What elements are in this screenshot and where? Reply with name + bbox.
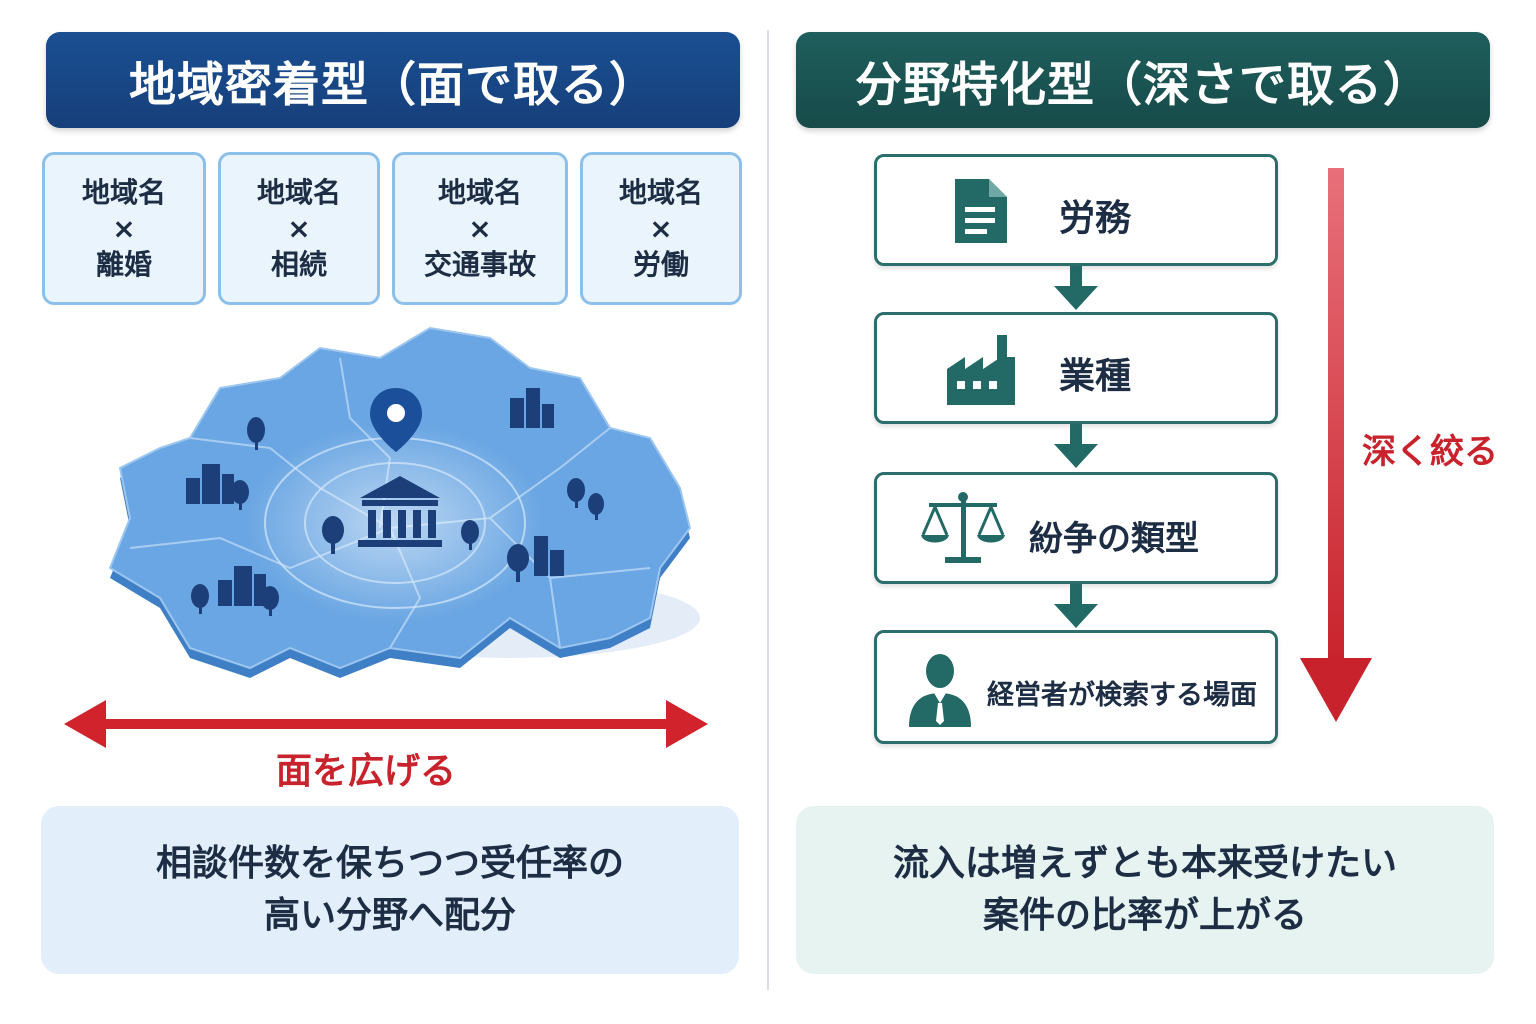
flow-step-label: 業種	[1059, 356, 1132, 397]
expand-arrow	[64, 700, 708, 748]
left-summary-line2: 高い分野へ配分	[263, 895, 516, 936]
tag-times: ×	[112, 211, 136, 245]
left-header: 地域密着型（面で取る）	[46, 32, 740, 128]
flow-step-labor: 労務	[874, 154, 1278, 266]
flow-step-industry: 業種	[874, 312, 1278, 424]
tag-times: ×	[287, 211, 311, 245]
region-map	[108, 326, 700, 678]
tag-times: ×	[649, 211, 673, 245]
flow-step-label: 経営者が検索する場面	[987, 680, 1257, 711]
flow-step-label: 紛争の類型	[1029, 519, 1199, 559]
scales-icon	[921, 492, 1005, 563]
businessperson-icon	[909, 654, 971, 727]
tag-card-divorce: 地域名 × 離婚	[42, 152, 206, 305]
tag-times: ×	[468, 211, 492, 245]
building-icon	[534, 536, 564, 576]
flow-step-executive-search: 経営者が検索する場面	[874, 630, 1278, 744]
tag-bottom: 離婚	[95, 247, 152, 281]
map-glow	[245, 423, 545, 623]
tag-top: 地域名	[618, 175, 703, 209]
tag-card-inheritance: 地域名 × 相続	[218, 152, 380, 305]
tag-card-labor: 地域名 × 労働	[580, 152, 742, 305]
right-summary-box: 流入は増えずとも本来受けたい 案件の比率が上がる	[796, 806, 1494, 974]
flow-step-dispute-type: 紛争の類型	[874, 472, 1278, 584]
flow-step-label: 労務	[1059, 198, 1132, 239]
flow-arrow-icon	[1054, 266, 1098, 310]
location-pin-icon	[370, 388, 422, 452]
tag-bottom: 労働	[632, 247, 689, 281]
tag-bottom: 相続	[270, 247, 327, 281]
tag-top: 地域名	[437, 175, 522, 209]
document-icon	[955, 179, 1007, 243]
tag-top: 地域名	[81, 175, 166, 209]
tag-bottom: 交通事故	[423, 247, 536, 281]
building-icon	[510, 388, 554, 428]
right-title: 分野特化型（深さで取る）	[855, 57, 1431, 113]
tree-icon	[191, 417, 604, 616]
right-summary-line2: 案件の比率が上がる	[982, 895, 1307, 936]
building-icon	[186, 464, 234, 504]
narrow-arrow-label: 深く絞る	[1362, 422, 1498, 475]
left-summary-line1: 相談件数を保ちつつ受任率の	[155, 843, 624, 884]
tag-top: 地域名	[256, 175, 341, 209]
right-summary-line1: 流入は増えずとも本来受けたい	[892, 843, 1397, 884]
factory-icon	[947, 335, 1015, 405]
narrow-down-arrow	[1300, 168, 1372, 722]
center-divider	[767, 30, 769, 990]
courthouse-icon	[358, 476, 442, 547]
left-summary-box: 相談件数を保ちつつ受任率の 高い分野へ配分	[41, 806, 739, 974]
right-header: 分野特化型（深さで取る）	[796, 32, 1490, 128]
flow-arrow-icon	[1054, 424, 1098, 468]
expand-arrow-label: 面を広げる	[276, 751, 457, 792]
tag-card-traffic: 地域名 × 交通事故	[392, 152, 568, 305]
flow-arrow-icon	[1054, 584, 1098, 628]
left-title: 地域密着型（面で取る）	[129, 57, 657, 113]
